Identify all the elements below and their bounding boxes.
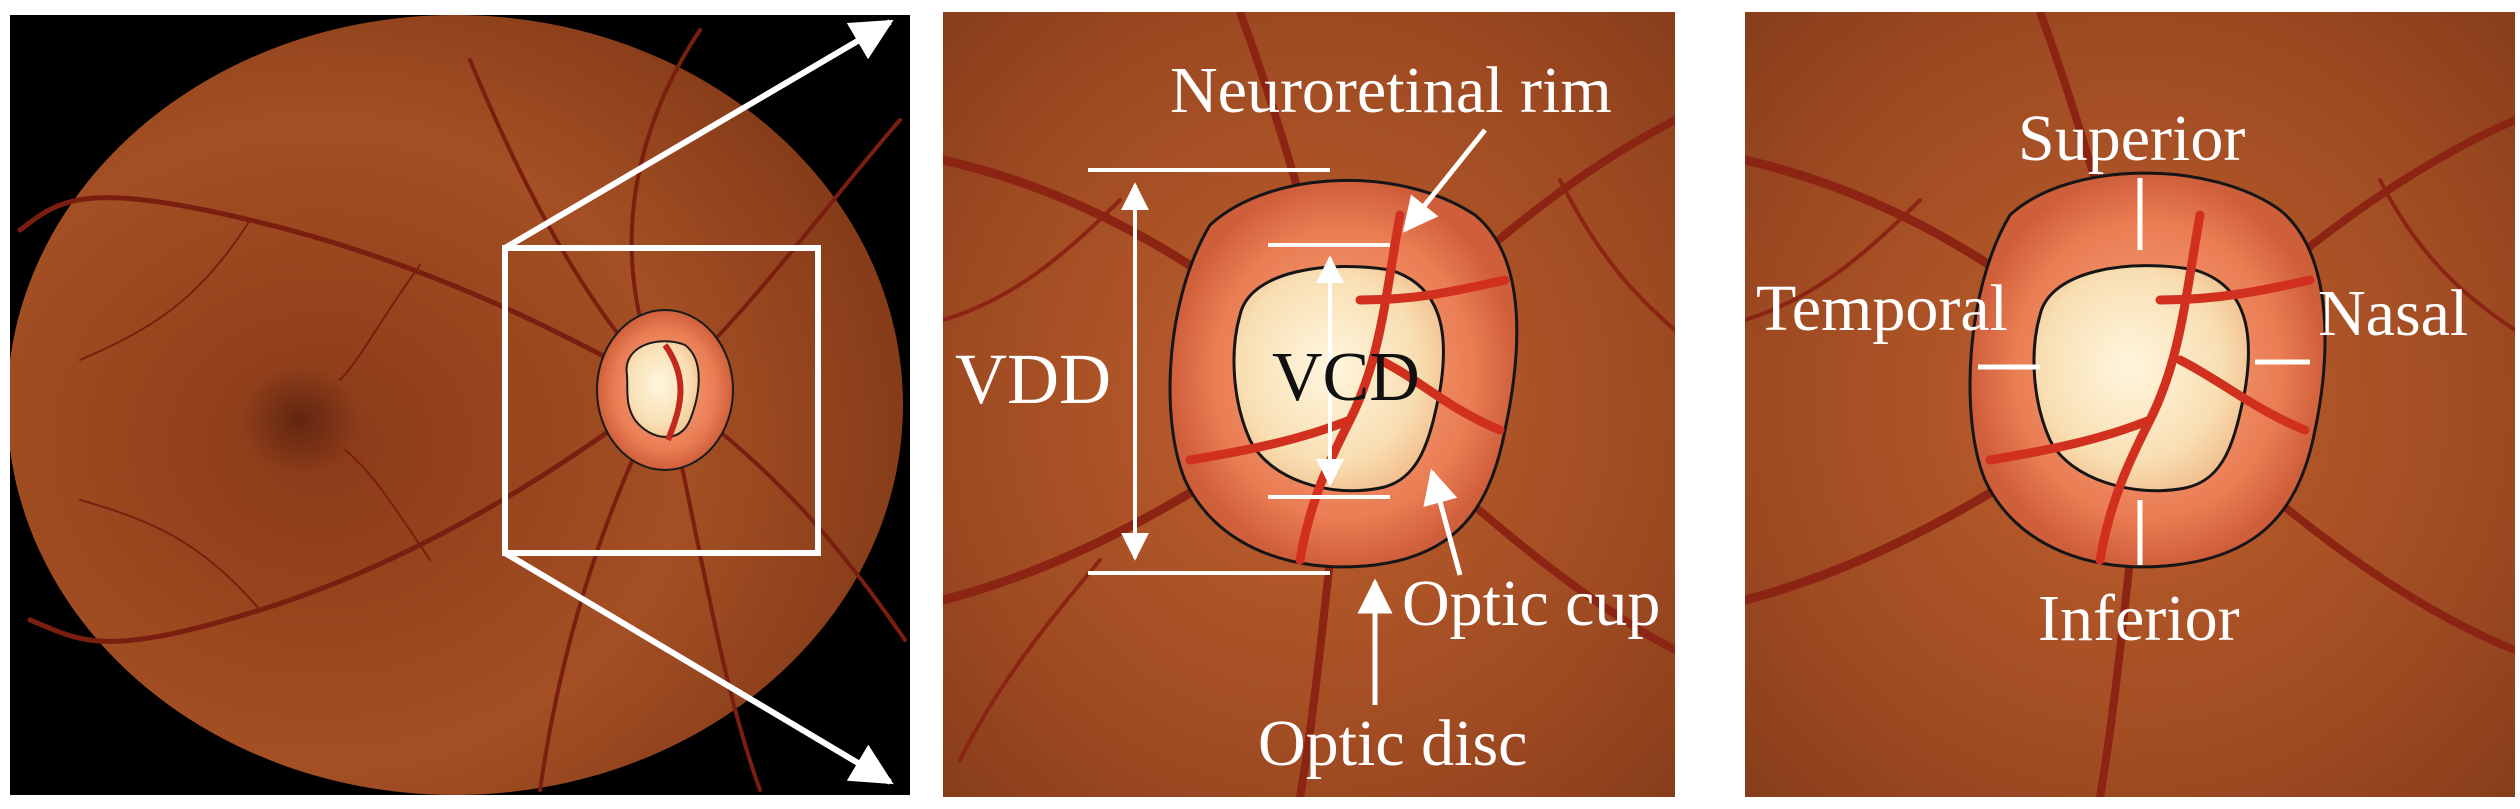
inferior-label: Inferior <box>2038 582 2240 655</box>
optic-cup-arrow <box>1423 468 1463 576</box>
zoom-arrow-top <box>503 19 894 251</box>
vcd-label: VCD <box>1272 339 1420 416</box>
vdd-label: VDD <box>955 339 1111 419</box>
neuroretinal-rim-arrow <box>1402 128 1487 233</box>
temporal-label: Temporal <box>1756 272 2008 345</box>
sectors-disc-vessels <box>1985 210 2315 565</box>
macula <box>240 365 360 475</box>
superior-label: Superior <box>2018 102 2245 175</box>
sectors-cup-outline <box>2032 264 2250 493</box>
zoom-panel: VDD VCD Neuroretinal rim Optic cup Optic… <box>943 12 1675 797</box>
optic-cup-label: Optic cup <box>1402 567 1660 640</box>
fundus-disc-vessel <box>662 343 684 442</box>
zoom-arrow-bottom <box>503 550 894 785</box>
fundus-panel <box>10 15 910 795</box>
fundus-optic-cup <box>625 340 700 438</box>
fundus-retina <box>10 15 903 795</box>
sectors-panel: Superior Temporal Nasal Inferior <box>1745 12 2515 797</box>
nasal-label: Nasal <box>2318 277 2468 350</box>
neuroretinal-rim-label: Neuroretinal rim <box>1170 54 1612 127</box>
optic-disc-label: Optic disc <box>1258 707 1527 780</box>
zoom-region-box <box>502 245 821 556</box>
